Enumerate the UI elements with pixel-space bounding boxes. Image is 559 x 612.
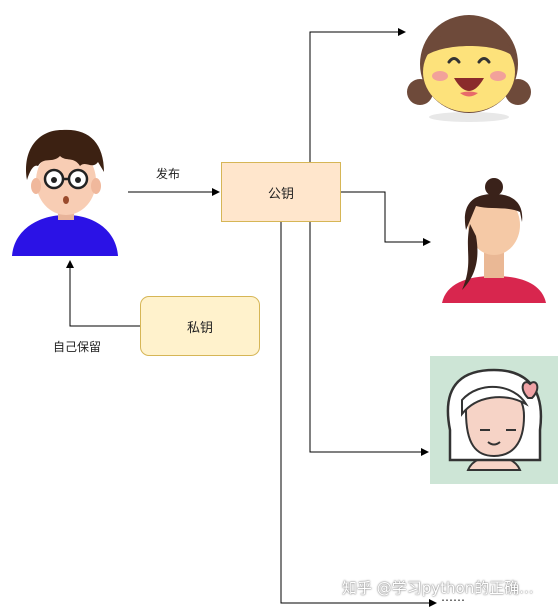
arrow-to-girl-1 (309, 28, 406, 162)
more-ellipsis-label: …… (441, 590, 465, 604)
arrow-to-more (280, 222, 437, 607)
private-key-label: 私钥 (186, 320, 213, 336)
girl-pigtails-avatar-icon (407, 15, 531, 122)
girl-bun-avatar-icon (442, 178, 546, 303)
publish-label: 发布 (156, 167, 181, 181)
public-key-label: 公钥 (267, 186, 294, 202)
keep-self-label: 自己保留 (53, 340, 102, 354)
girl-white-hair-avatar-icon (430, 356, 558, 484)
private-key-node: 私钥 (140, 296, 260, 356)
watermark-text: 知乎 @学习python的正确... (342, 579, 534, 597)
connectors (66, 28, 437, 607)
arrow-to-girl-2 (341, 191, 431, 246)
boy-avatar-icon (12, 129, 118, 256)
public-key-node: 公钥 (221, 162, 341, 222)
arrow-private-to-owner (66, 260, 140, 327)
arrow-to-girl-3 (309, 222, 429, 456)
